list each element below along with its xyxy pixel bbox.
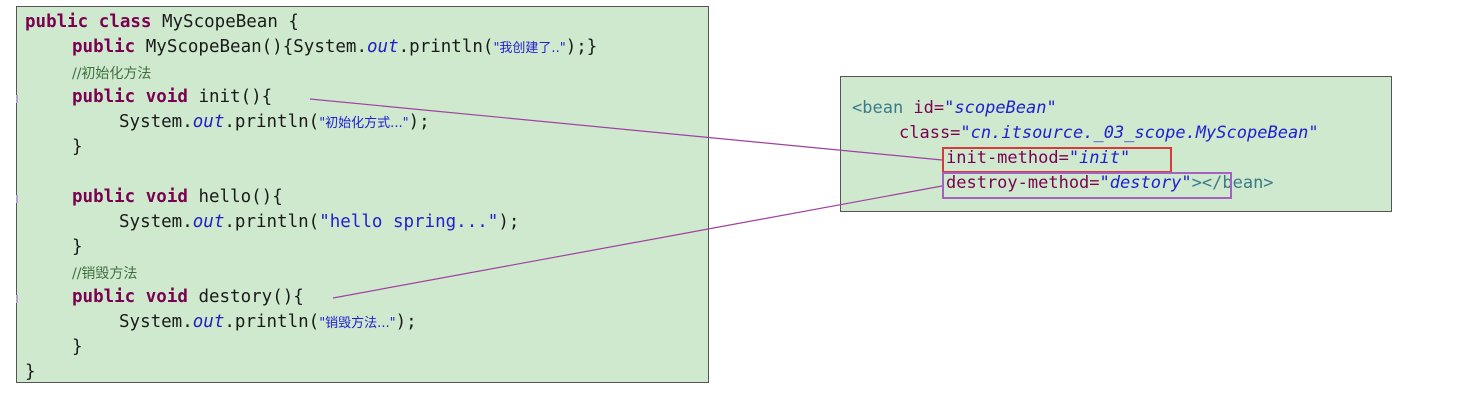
init-method-line: public void init(){ (72, 86, 272, 108)
init-keyword: public void (72, 87, 188, 107)
destroy-close: } (72, 337, 83, 357)
hello-method-line: public void hello(){ (72, 186, 283, 208)
destroy-method-highlight-box (942, 172, 1232, 199)
constructor-line: public MyScopeBean(){System.out.println(… (72, 36, 597, 60)
class-keyword: public class (25, 12, 152, 32)
hello-body-println: .println( (224, 212, 320, 232)
init-signature: init(){ (187, 87, 273, 107)
hello-close: } (72, 237, 83, 257)
xml-init-method-attr: init-method= (946, 148, 1069, 168)
destroy-body-println: .println( (224, 312, 320, 332)
xml-bean-tag: <bean (852, 98, 914, 118)
ctor-end: );} (565, 37, 598, 57)
java-code-panel: public class MyScopeBean { public MyScop… (16, 6, 709, 383)
hello-body-pre: System. (119, 212, 193, 232)
ctor-string: "我创建了.." (493, 41, 566, 56)
destroy-body-out: out (192, 312, 225, 332)
xml-class-value: "cn.itsource._03_scope.MyScopeBean" (960, 123, 1319, 143)
destroy-signature: destory(){ (187, 287, 304, 307)
hello-body-out: out (192, 212, 225, 232)
xml-destroy-method-line: destroy-method="destory"></bean> (946, 172, 1274, 194)
class-close: } (25, 362, 36, 382)
ctor-keyword: public (72, 37, 136, 57)
comment-destroy: //销毁方法 (72, 266, 138, 282)
destroy-keyword: public void (72, 287, 188, 307)
comment-init: //初始化方法 (72, 66, 152, 82)
xml-init-method-line: init-method="init" (946, 147, 1130, 169)
gutter-marker (16, 295, 18, 303)
ctor-signature: MyScopeBean(){System. (135, 37, 368, 57)
xml-class-attr: class= (899, 123, 961, 143)
xml-destroy-method-value: "destory" (1099, 173, 1192, 193)
class-declaration-line: public class MyScopeBean { (25, 11, 299, 33)
hello-body-string: "hello spring..." (319, 212, 499, 232)
xml-destroy-method-attr: destroy-method= (946, 173, 1100, 193)
xml-bean-open-line: <bean id="scopeBean" (852, 97, 1057, 119)
ctor-println: .println( (398, 37, 494, 57)
destroy-method-line: public void destory(){ (72, 286, 304, 308)
init-body-string: "初始化方式..." (319, 116, 409, 131)
init-body-end: ); (408, 112, 430, 132)
gutter-marker (16, 95, 18, 103)
init-close: } (72, 137, 83, 157)
xml-bean-close-tag: ></bean> (1191, 173, 1274, 193)
hello-keyword: public void (72, 187, 188, 207)
xml-class-line: class="cn.itsource._03_scope.MyScopeBean… (899, 122, 1319, 144)
hello-body-end: ); (498, 212, 520, 232)
class-name: MyScopeBean { (151, 12, 299, 32)
destroy-body-line: System.out.println("销毁方法..."); (119, 311, 417, 335)
init-body-pre: System. (119, 112, 193, 132)
xml-init-method-value: "init" (1068, 148, 1131, 168)
destroy-body-string: "销毁方法..." (319, 316, 396, 331)
gutter-marker (16, 195, 18, 203)
init-body-out: out (192, 112, 225, 132)
ctor-out: out (367, 37, 399, 57)
xml-id-attr: id= (913, 98, 945, 118)
init-body-println: .println( (224, 112, 320, 132)
destroy-body-pre: System. (119, 312, 193, 332)
init-body-line: System.out.println("初始化方式..."); (119, 111, 430, 135)
hello-body-line: System.out.println("hello spring..."); (119, 211, 519, 233)
xml-id-value: "scopeBean" (944, 98, 1057, 118)
init-method-highlight-box (942, 147, 1172, 173)
destroy-body-end: ); (395, 312, 417, 332)
hello-signature: hello(){ (187, 187, 283, 207)
